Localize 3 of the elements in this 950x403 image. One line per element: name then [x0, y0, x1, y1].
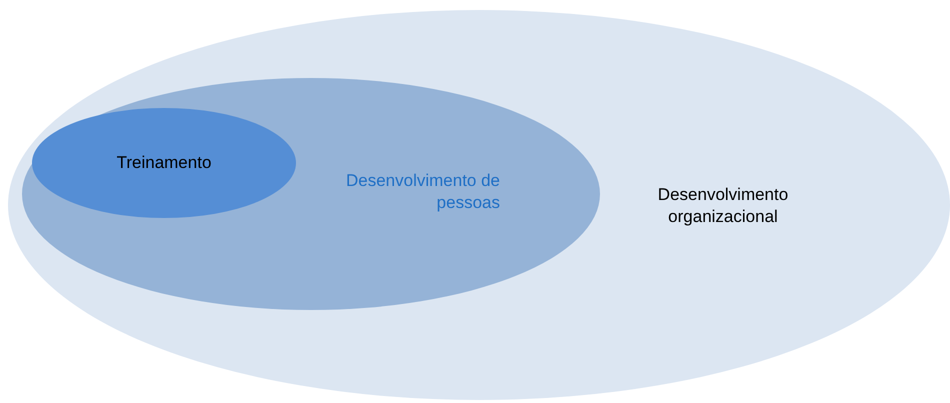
ellipse-label: Treinamento — [116, 152, 212, 174]
ellipse-label: Desenvolvimento organizacional — [656, 184, 790, 228]
ellipse-label: Desenvolvimento de pessoas — [344, 170, 500, 214]
